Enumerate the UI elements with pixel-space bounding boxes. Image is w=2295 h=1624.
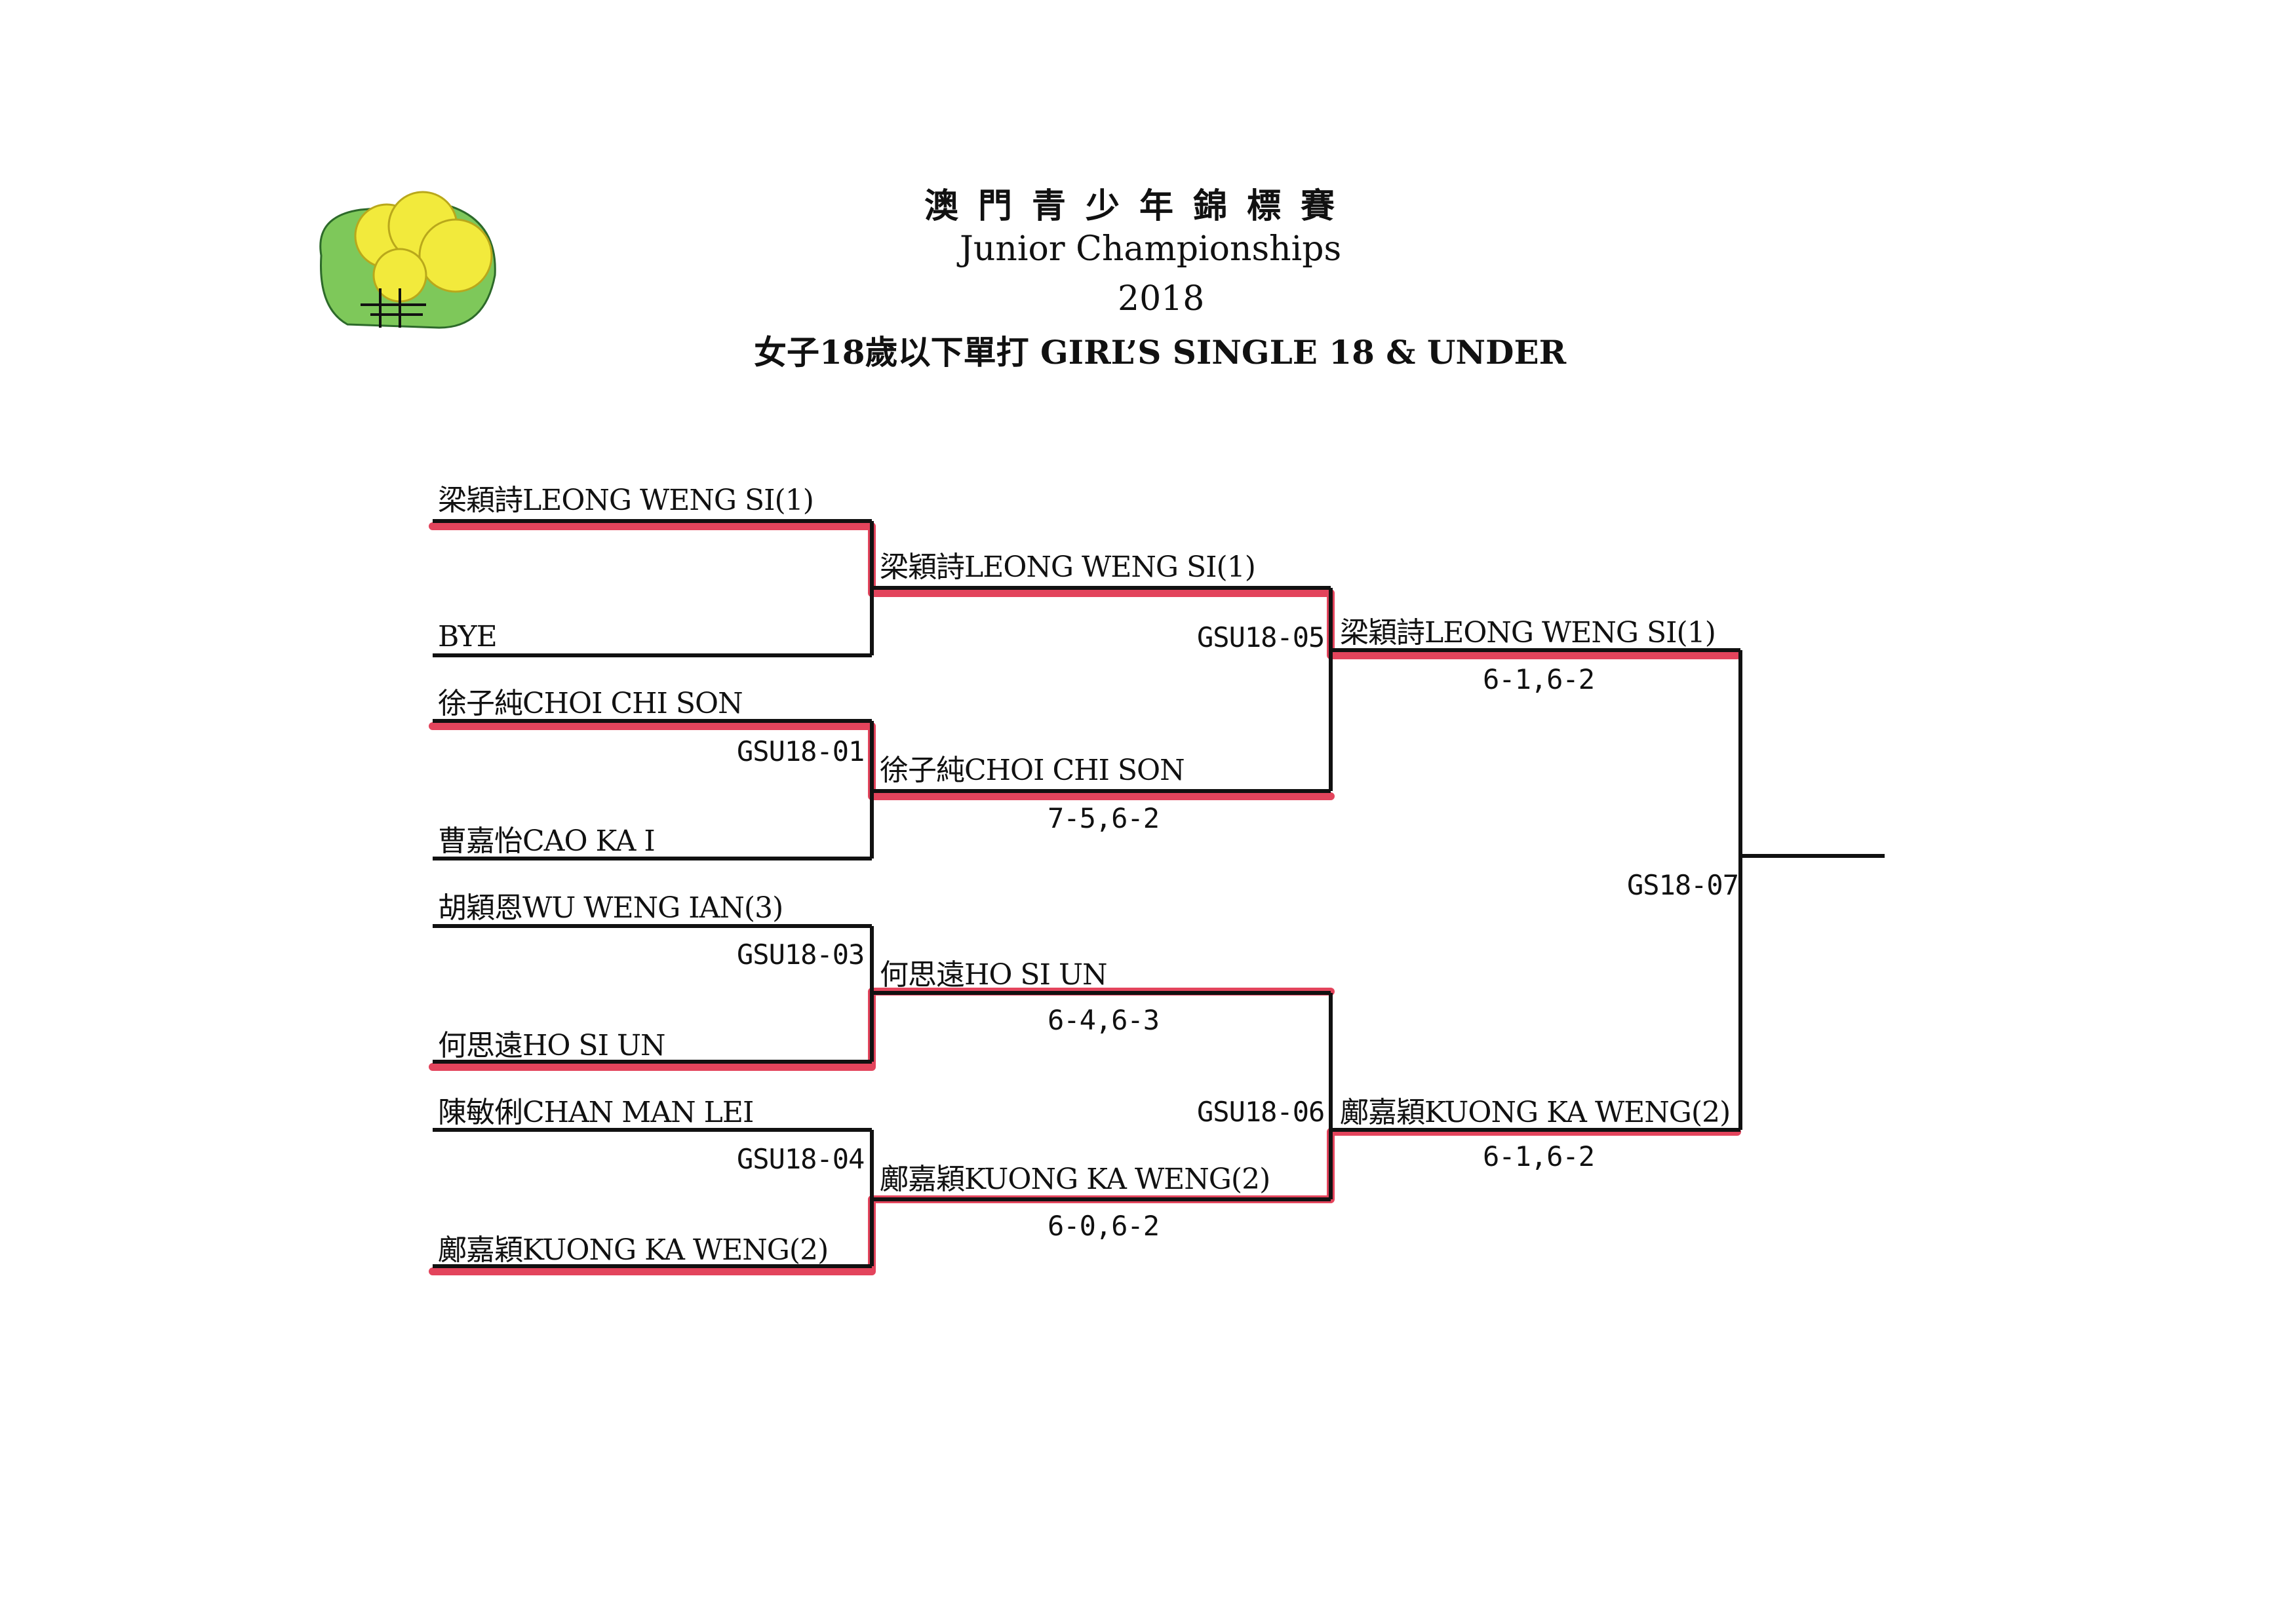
score-sf2: 6-1,6-2 [1483, 1140, 1595, 1172]
match-code-sf1: GSU18-05 [1197, 621, 1325, 653]
r2-player-2: 徐子純CHOI CHI SON [880, 754, 1185, 787]
r2-player-4: 鄺嘉穎KUONG KA WENG(2) [880, 1163, 1270, 1196]
title-english: Junior Championships [960, 229, 1342, 269]
r1-player-5: 胡穎恩WU WENG IAN(3) [438, 891, 783, 925]
tournament-logo [319, 191, 496, 329]
score-sf1: 6-1,6-2 [1483, 663, 1595, 695]
highlight-r1m1 [429, 522, 1741, 659]
match-code-sf2: GSU18-06 [1197, 1096, 1325, 1128]
score-r1m3: 6-4,6-3 [1048, 1004, 1160, 1036]
match-code-r1m2: GSU18-01 [737, 735, 865, 767]
score-r1m2: 7-5,6-2 [1048, 802, 1160, 834]
r3-player-1: 梁穎詩LEONG WENG SI(1) [1340, 616, 1716, 649]
r1-player-2: BYE [438, 620, 498, 653]
title-year: 2018 [1118, 279, 1205, 319]
match-code-r1m3: GSU18-03 [737, 938, 865, 971]
match-code-r1m4: GSU18-04 [737, 1143, 865, 1175]
r2-player-1: 梁穎詩LEONG WENG SI(1) [880, 551, 1256, 584]
r1-player-8: 鄺嘉穎KUONG KA WENG(2) [438, 1233, 829, 1267]
match-code-final: GS18-07 [1627, 869, 1739, 901]
title-chinese: 澳門青少年錦標賽 [924, 186, 1355, 226]
r1-player-4: 曹嘉怡CAO KA I [438, 824, 656, 858]
r1-player-6: 何思遠HO SI UN [438, 1029, 666, 1062]
r2-player-3: 何思遠HO SI UN [880, 958, 1108, 992]
logo-ball-3 [418, 218, 493, 293]
r1-player-7: 陳敏俐CHAN MAN LEI [438, 1096, 754, 1129]
event-title: 女子18歲以下單打 GIRL’S SINGLE 18 & UNDER [754, 333, 1567, 372]
bracket-black-lines [433, 519, 1885, 1268]
r1-player-1: 梁穎詩LEONG WENG SI(1) [438, 484, 814, 517]
r1-player-3: 徐子純CHOI CHI SON [438, 687, 743, 720]
logo-mark [361, 288, 426, 328]
r3-player-2: 鄺嘉穎KUONG KA WENG(2) [1340, 1096, 1731, 1129]
score-r1m4: 6-0,6-2 [1048, 1210, 1160, 1242]
